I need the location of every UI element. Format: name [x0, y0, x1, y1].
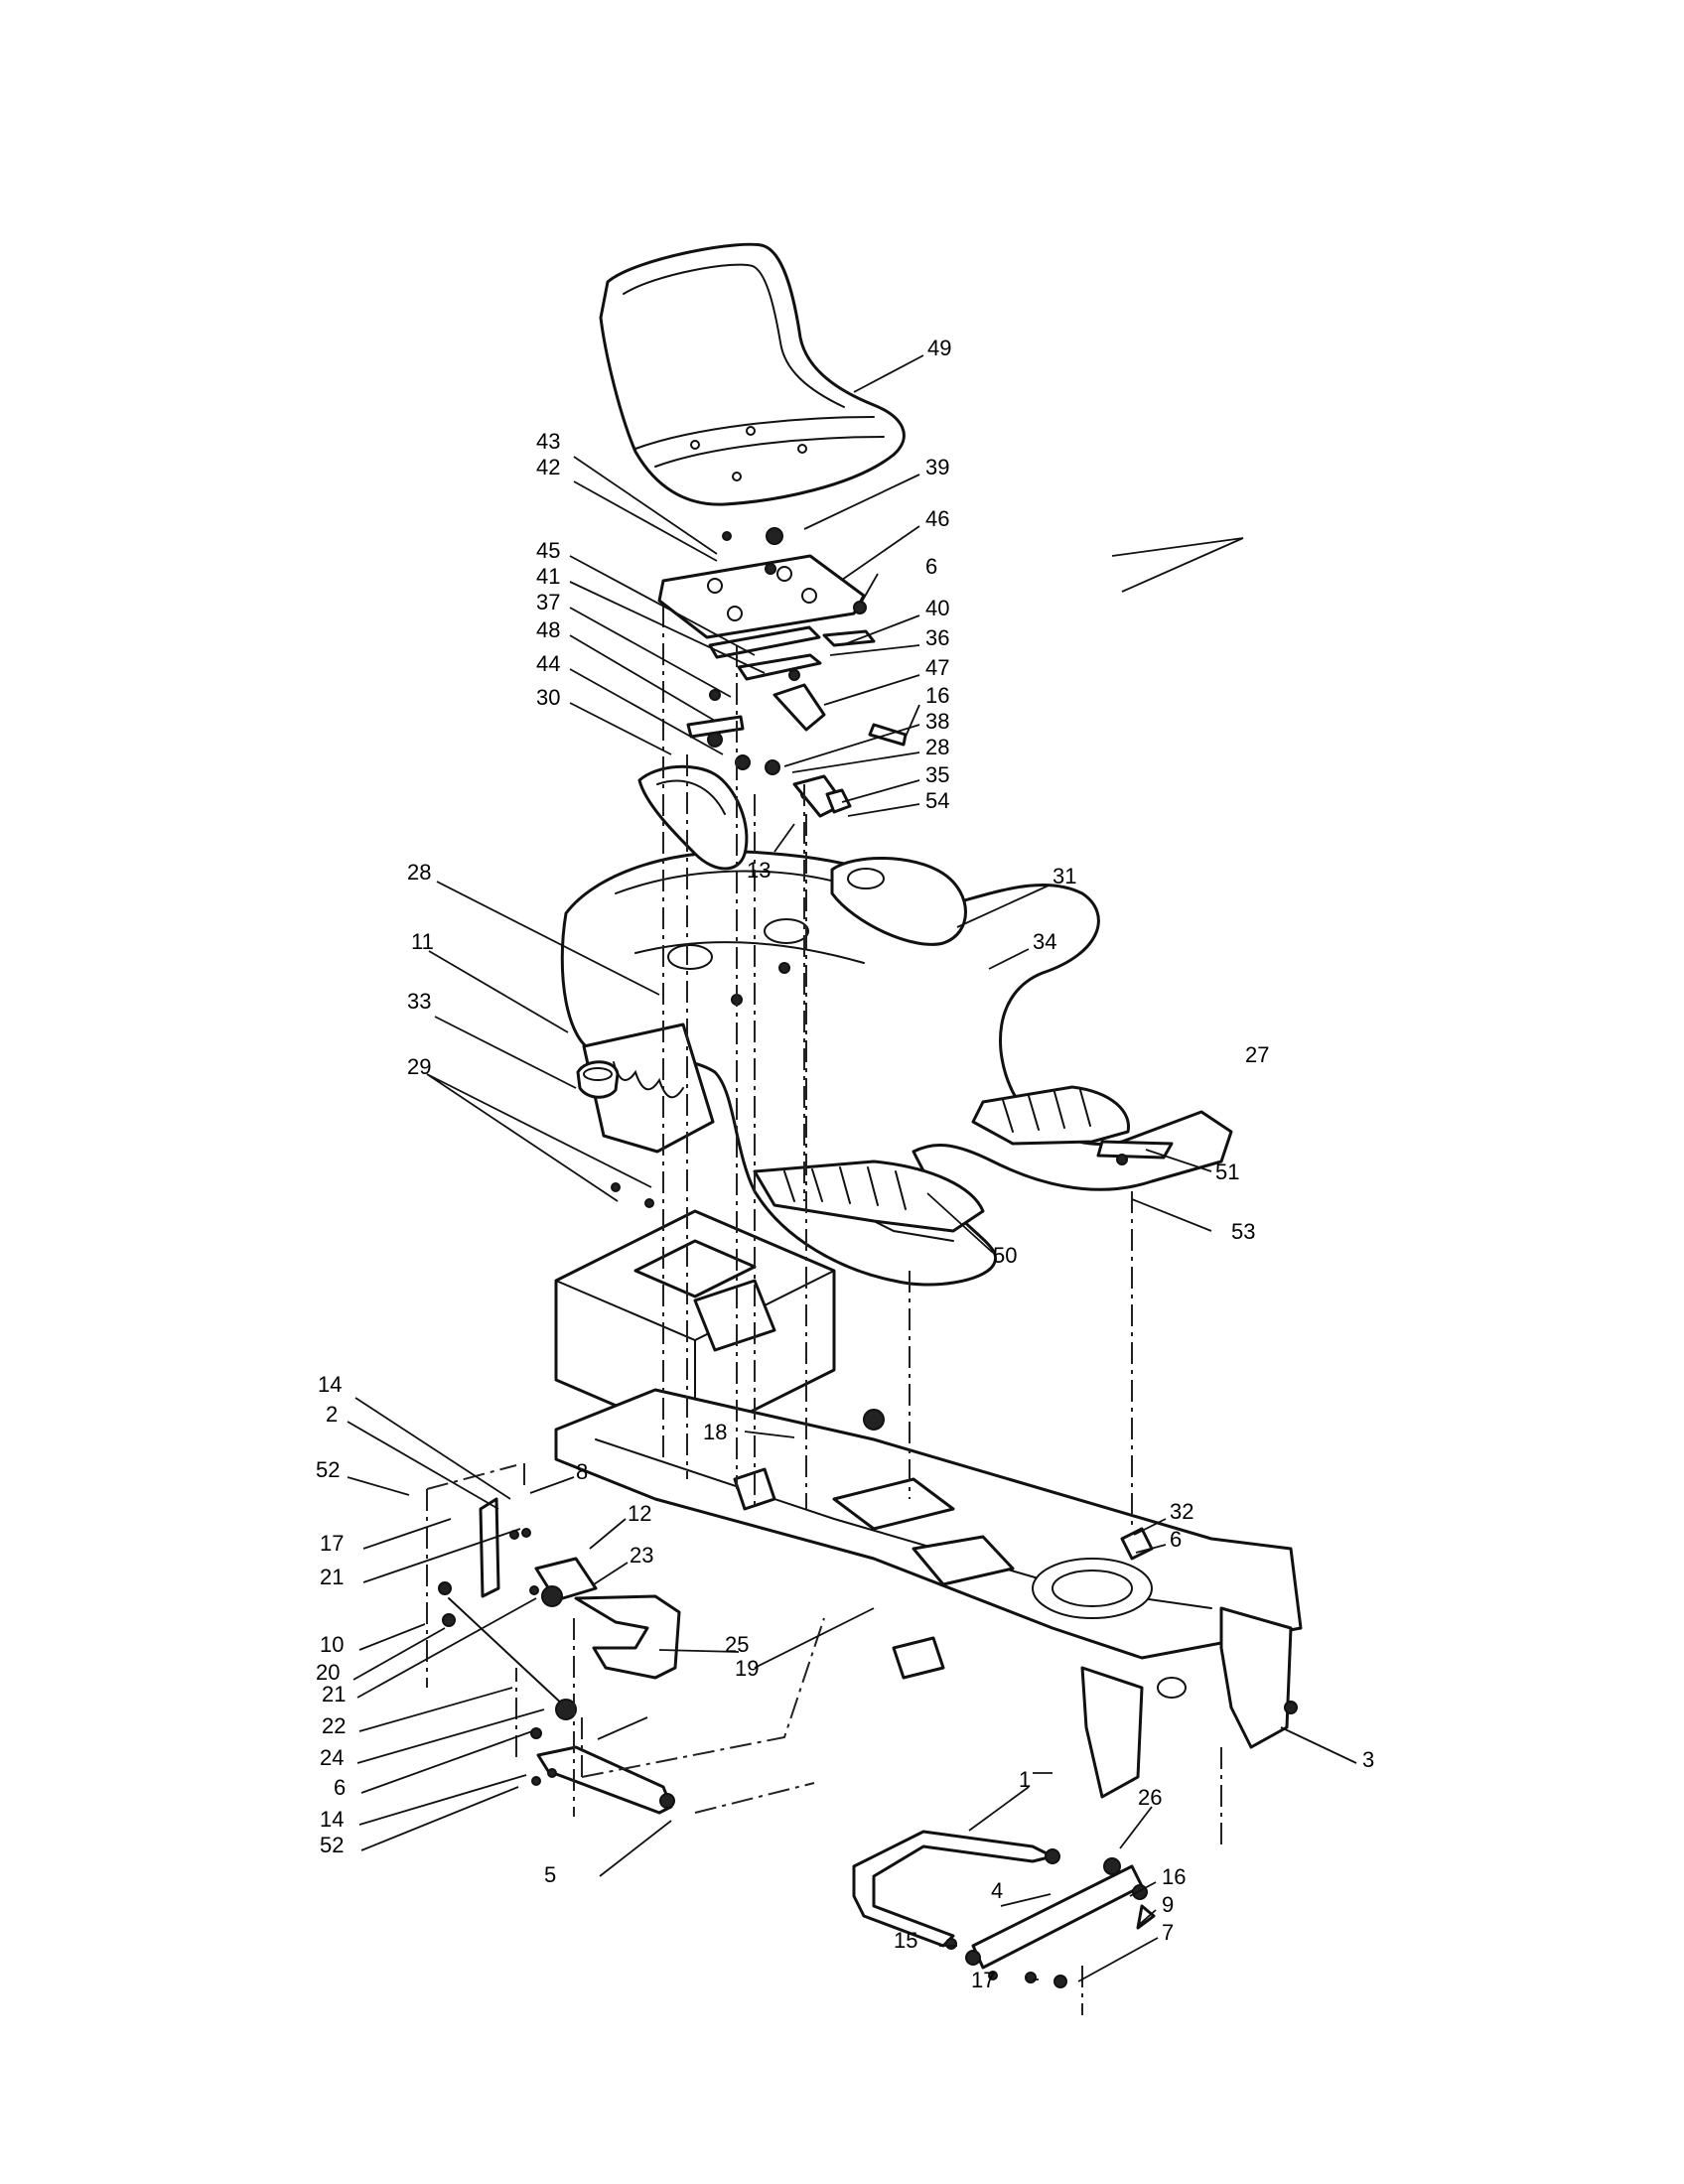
callout-47: 47 — [925, 655, 949, 680]
callout-9: 9 — [1162, 1892, 1174, 1917]
callout-17-lower: 17 — [971, 1968, 995, 1992]
callout-40: 40 — [925, 596, 949, 620]
left-side-panel — [582, 1023, 715, 1208]
callout-46: 46 — [925, 506, 949, 531]
callout-22: 22 — [322, 1713, 346, 1738]
callout-18: 18 — [703, 1420, 727, 1444]
callout-6-lower: 6 — [334, 1775, 346, 1800]
callout-39: 39 — [925, 455, 949, 479]
callout-19: 19 — [735, 1656, 759, 1681]
callout-leaders — [347, 354, 1357, 1982]
callout-7: 7 — [1162, 1920, 1174, 1945]
callout-17-left: 17 — [320, 1531, 344, 1556]
fender-body — [560, 850, 1233, 1287]
callout-54: 54 — [925, 788, 949, 813]
callout-15: 15 — [894, 1928, 917, 1953]
seat-pan-bracket — [657, 527, 908, 818]
callout-35: 35 — [925, 762, 949, 787]
callout-14-lower: 14 — [320, 1807, 344, 1832]
callout-43: 43 — [536, 429, 560, 454]
callout-6-right: 6 — [1170, 1527, 1182, 1552]
callout-32: 32 — [1170, 1499, 1193, 1524]
callout-28-top: 28 — [925, 735, 949, 759]
callout-16-lower: 16 — [1162, 1864, 1186, 1889]
callout-30: 30 — [536, 685, 560, 710]
callout-34: 34 — [1033, 929, 1056, 954]
callout-49: 49 — [927, 336, 951, 360]
callout-51: 51 — [1215, 1160, 1239, 1184]
callout-41: 41 — [536, 564, 560, 589]
callout-50: 50 — [993, 1243, 1017, 1268]
callout-48: 48 — [536, 617, 560, 642]
left-housing — [637, 764, 749, 871]
callout-20: 20 — [316, 1660, 340, 1685]
callout-44: 44 — [536, 651, 560, 676]
callout-29: 29 — [407, 1054, 431, 1079]
callout-21-upper: 21 — [320, 1565, 344, 1589]
frame-chassis — [554, 1209, 1303, 1799]
callout-21-lower: 21 — [322, 1682, 346, 1706]
callout-labels: 49 43 42 39 46 6 45 40 41 36 37 47 48 16… — [316, 336, 1374, 1992]
callout-37: 37 — [536, 590, 560, 614]
callout-4: 4 — [991, 1878, 1003, 1903]
callout-45: 45 — [536, 538, 560, 563]
callout-26: 26 — [1138, 1785, 1162, 1810]
callout-11: 11 — [411, 929, 434, 954]
callout-14-left: 14 — [318, 1372, 342, 1397]
left-footrest — [753, 1160, 985, 1233]
callout-3: 3 — [1362, 1747, 1374, 1772]
callout-53: 53 — [1231, 1219, 1255, 1244]
callout-5: 5 — [544, 1862, 556, 1887]
right-footrest — [971, 1085, 1174, 1165]
assembly-lines — [426, 606, 1222, 2015]
callout-38: 38 — [925, 709, 949, 734]
callout-31: 31 — [1052, 864, 1076, 888]
callout-25: 25 — [725, 1632, 749, 1657]
callout-6-top: 6 — [925, 554, 937, 579]
callout-12: 12 — [628, 1501, 651, 1526]
callout-1: 1 — [1019, 1767, 1031, 1792]
callout-2: 2 — [326, 1402, 338, 1427]
brake-linkage — [438, 1497, 681, 1815]
callout-23: 23 — [630, 1543, 653, 1568]
callout-10: 10 — [320, 1632, 344, 1657]
callout-28-mid: 28 — [407, 860, 431, 885]
callout-24: 24 — [320, 1745, 344, 1770]
callout-52-left: 52 — [316, 1457, 340, 1482]
callout-13: 13 — [747, 858, 771, 883]
right-armrest — [830, 857, 967, 946]
seat — [599, 242, 906, 506]
callout-36: 36 — [925, 625, 949, 650]
knob — [576, 1060, 620, 1099]
callout-52-lower: 52 — [320, 1833, 344, 1857]
callout-8: 8 — [576, 1459, 588, 1484]
callout-16-top: 16 — [925, 683, 949, 708]
callout-27: 27 — [1245, 1042, 1269, 1067]
callout-33: 33 — [407, 989, 431, 1014]
callout-42: 42 — [536, 455, 560, 479]
